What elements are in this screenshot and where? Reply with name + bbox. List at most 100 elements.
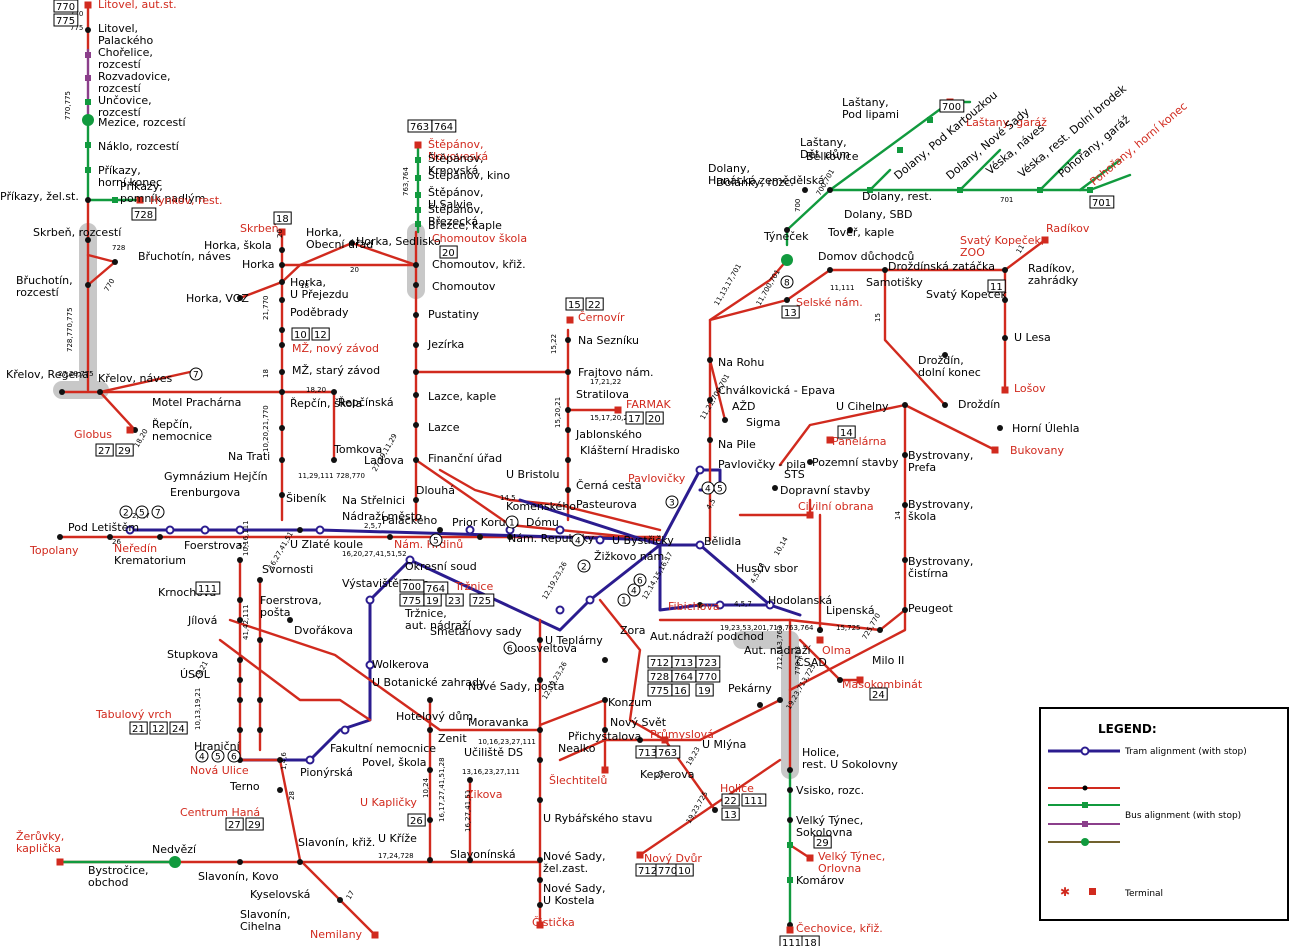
stop-label-mezice: Mezice, rozcestí (98, 116, 187, 129)
route-label: 10,20,21,770 (262, 405, 270, 452)
terminal-star-icon: ✱ (1060, 885, 1070, 899)
route-label: 17,21,22 (590, 378, 621, 386)
stop-label-u_zlate_koule: U Zlaté koule (290, 538, 363, 551)
stop-label-litovel_pal: Litovel,Palackého (98, 22, 153, 47)
stop-label-radikov: Radíkov (1046, 222, 1090, 235)
stop-label-stepanov_kino: Štěpánov, kino (428, 169, 510, 182)
line-box: 19 (698, 686, 711, 697)
stop-label-azd: AŽD (732, 400, 756, 413)
stop-label-gym_hejcin: Gymnázium Hejčín (164, 470, 268, 483)
stop-label-povel: Povel, škola (362, 756, 427, 769)
route-label: 12,19,23,26 (541, 560, 569, 601)
route-label: 10,16,23,27,111 (478, 738, 536, 746)
stop-label-dolany_hz: Dolany,Hanácká zemědělská (708, 162, 825, 187)
tram-line-number: 5 (433, 537, 439, 547)
line-box: 111 (782, 938, 801, 946)
route-label: 770 (103, 277, 117, 293)
route-label: 15,725 (836, 624, 861, 632)
stop-label-bystrovany_prefa: Bystrovany,Prefa (908, 449, 973, 474)
stop-label-jezirka: Jezírka (427, 338, 464, 351)
stop-label-moravanka: Moravanka (468, 716, 529, 729)
stop-label-trznice: Tržnice (454, 580, 493, 593)
route-label: 20 (276, 229, 284, 238)
stop-label-belidla: Bělidla (704, 535, 741, 548)
stop-label-keplerova: Keplerova (640, 768, 695, 781)
route-label: 701 (1000, 196, 1013, 204)
stop-label-stepanov_nov: Štěpánov,Novoveská (428, 138, 488, 163)
stop-label-chomoutov_sk: Chomoutov škola (432, 232, 527, 245)
line-box: 14 (840, 428, 853, 439)
route-label: 17,24,728 (378, 852, 414, 860)
stop-label-stupkova: Stupkova (167, 648, 218, 661)
stop-label-smetanovy: Smetanovy sady (430, 625, 522, 638)
line-box: 713 (674, 658, 693, 669)
stop-label-roosveltova: Roosveltova (510, 642, 577, 655)
stop-label-slavoninska: Slavonínská (450, 848, 516, 861)
stop-label-na_strelnici: Na Střelnici (342, 494, 405, 507)
stop-label-repcin_skola: Řepčín, škola (290, 397, 362, 410)
stop-label-domov_duchodcu: Domov důchodců (818, 250, 914, 263)
line-box: 22 (724, 796, 737, 807)
stop-label-prichystalova: Přichystalova (568, 730, 641, 743)
stop-label-zikova: Zikova (466, 788, 503, 801)
route-label: 16,27,41,51 (464, 790, 472, 832)
stop-label-repcin_nem: Řepčín,nemocnice (152, 418, 212, 443)
legend: LEGEND: Tram alignment (with stop) Bus a… (1039, 707, 1289, 921)
stop-label-u_botanicke: U Botanické zahrady (372, 676, 486, 689)
stop-label-hynkov: Hynkov, rest. (150, 194, 223, 207)
stop-label-bystrocice: Bystročice,obchod (88, 864, 149, 889)
stop-label-lastany_garaz: Laštany, garáž (966, 116, 1047, 129)
stop-label-milo: Milo II (872, 654, 904, 667)
stop-label-fakultni: Fakultní nemocnice (330, 742, 436, 755)
stop-label-dlouha: Dlouhá (416, 484, 455, 497)
route-label: 13,16,23,27,111 (462, 768, 520, 776)
tram-line-number: 4 (199, 753, 205, 763)
line-box: 19 (426, 596, 439, 607)
stop-label-masokombinat: Masokombinát (842, 678, 923, 691)
line-box: 111 (744, 796, 763, 807)
stop-label-prikazy_pp: Příkazy,pomník padlým (120, 180, 205, 205)
legend-bus: Bus alignment (with stop) (1125, 811, 1241, 821)
route-label: 18 (262, 369, 270, 378)
stop-label-globus: Globus (74, 428, 112, 441)
stop-label-sibenik: Šibeník (286, 492, 327, 505)
stop-label-horka_sedlisko: Horka, Sedlisko (356, 235, 441, 248)
stop-label-foerstrova: Foerstrova (184, 539, 242, 552)
stop-label-nove_sady_zel: Nové Sady,žel.zast. (543, 850, 605, 875)
stop-label-na_pile: Na Pile (718, 438, 756, 451)
stop-label-aut_nadrazi: Aut. nádraží (744, 644, 812, 657)
stop-label-farmak: FARMAK (626, 398, 672, 411)
route-label: 15,20,21 (554, 397, 562, 428)
route-label: 14,5 (500, 494, 516, 502)
route-label: 4,5,7 (734, 600, 752, 608)
stop-label-prior_koruna: Prior Koruna (452, 516, 519, 529)
stop-label-tabulovy: Tabulový vrch (95, 708, 172, 721)
stop-label-nove_sady_kostela: Nové Sady,U Kostela (543, 882, 605, 907)
stop-label-hodolanska: Hodolanská (768, 594, 832, 607)
stop-label-na_trati: Na Trati (228, 450, 270, 463)
tram-line-number: 8 (784, 279, 790, 289)
line-box: 12 (314, 330, 327, 341)
route-label: 18 (300, 282, 309, 290)
line-box: 764 (426, 584, 445, 595)
line-box: 10 (678, 866, 691, 877)
route-label: 20 (350, 266, 359, 274)
line-box: 29 (248, 820, 261, 831)
line-box: 770 (56, 2, 75, 13)
stop-label-tomkova: Tomkova (333, 443, 382, 456)
route-label: 728,770 (336, 472, 365, 480)
route-label: 728 (112, 244, 125, 252)
stop-label-aut_nadrazi_podchod: Aut.nádraží podchod (650, 630, 764, 643)
line-box: 21 (132, 724, 145, 735)
stop-label-svornosti: Svornosti (262, 563, 313, 576)
stop-label-slavonin_kovo: Slavonín, Kovo (198, 870, 279, 883)
stop-label-bukovany: Bukovany (1010, 444, 1064, 457)
line-box: 111 (198, 584, 217, 595)
line-box: 24 (872, 690, 885, 701)
stop-label-nova_ulice: Nová Ulice (190, 764, 249, 777)
stop-label-jilova: Jílová (187, 614, 217, 627)
stop-label-komarov: Komárov (796, 874, 845, 887)
route-label: 17 (345, 889, 356, 901)
tram-line-number: 4 (575, 537, 581, 547)
tram-line-number: 5 (139, 509, 145, 519)
